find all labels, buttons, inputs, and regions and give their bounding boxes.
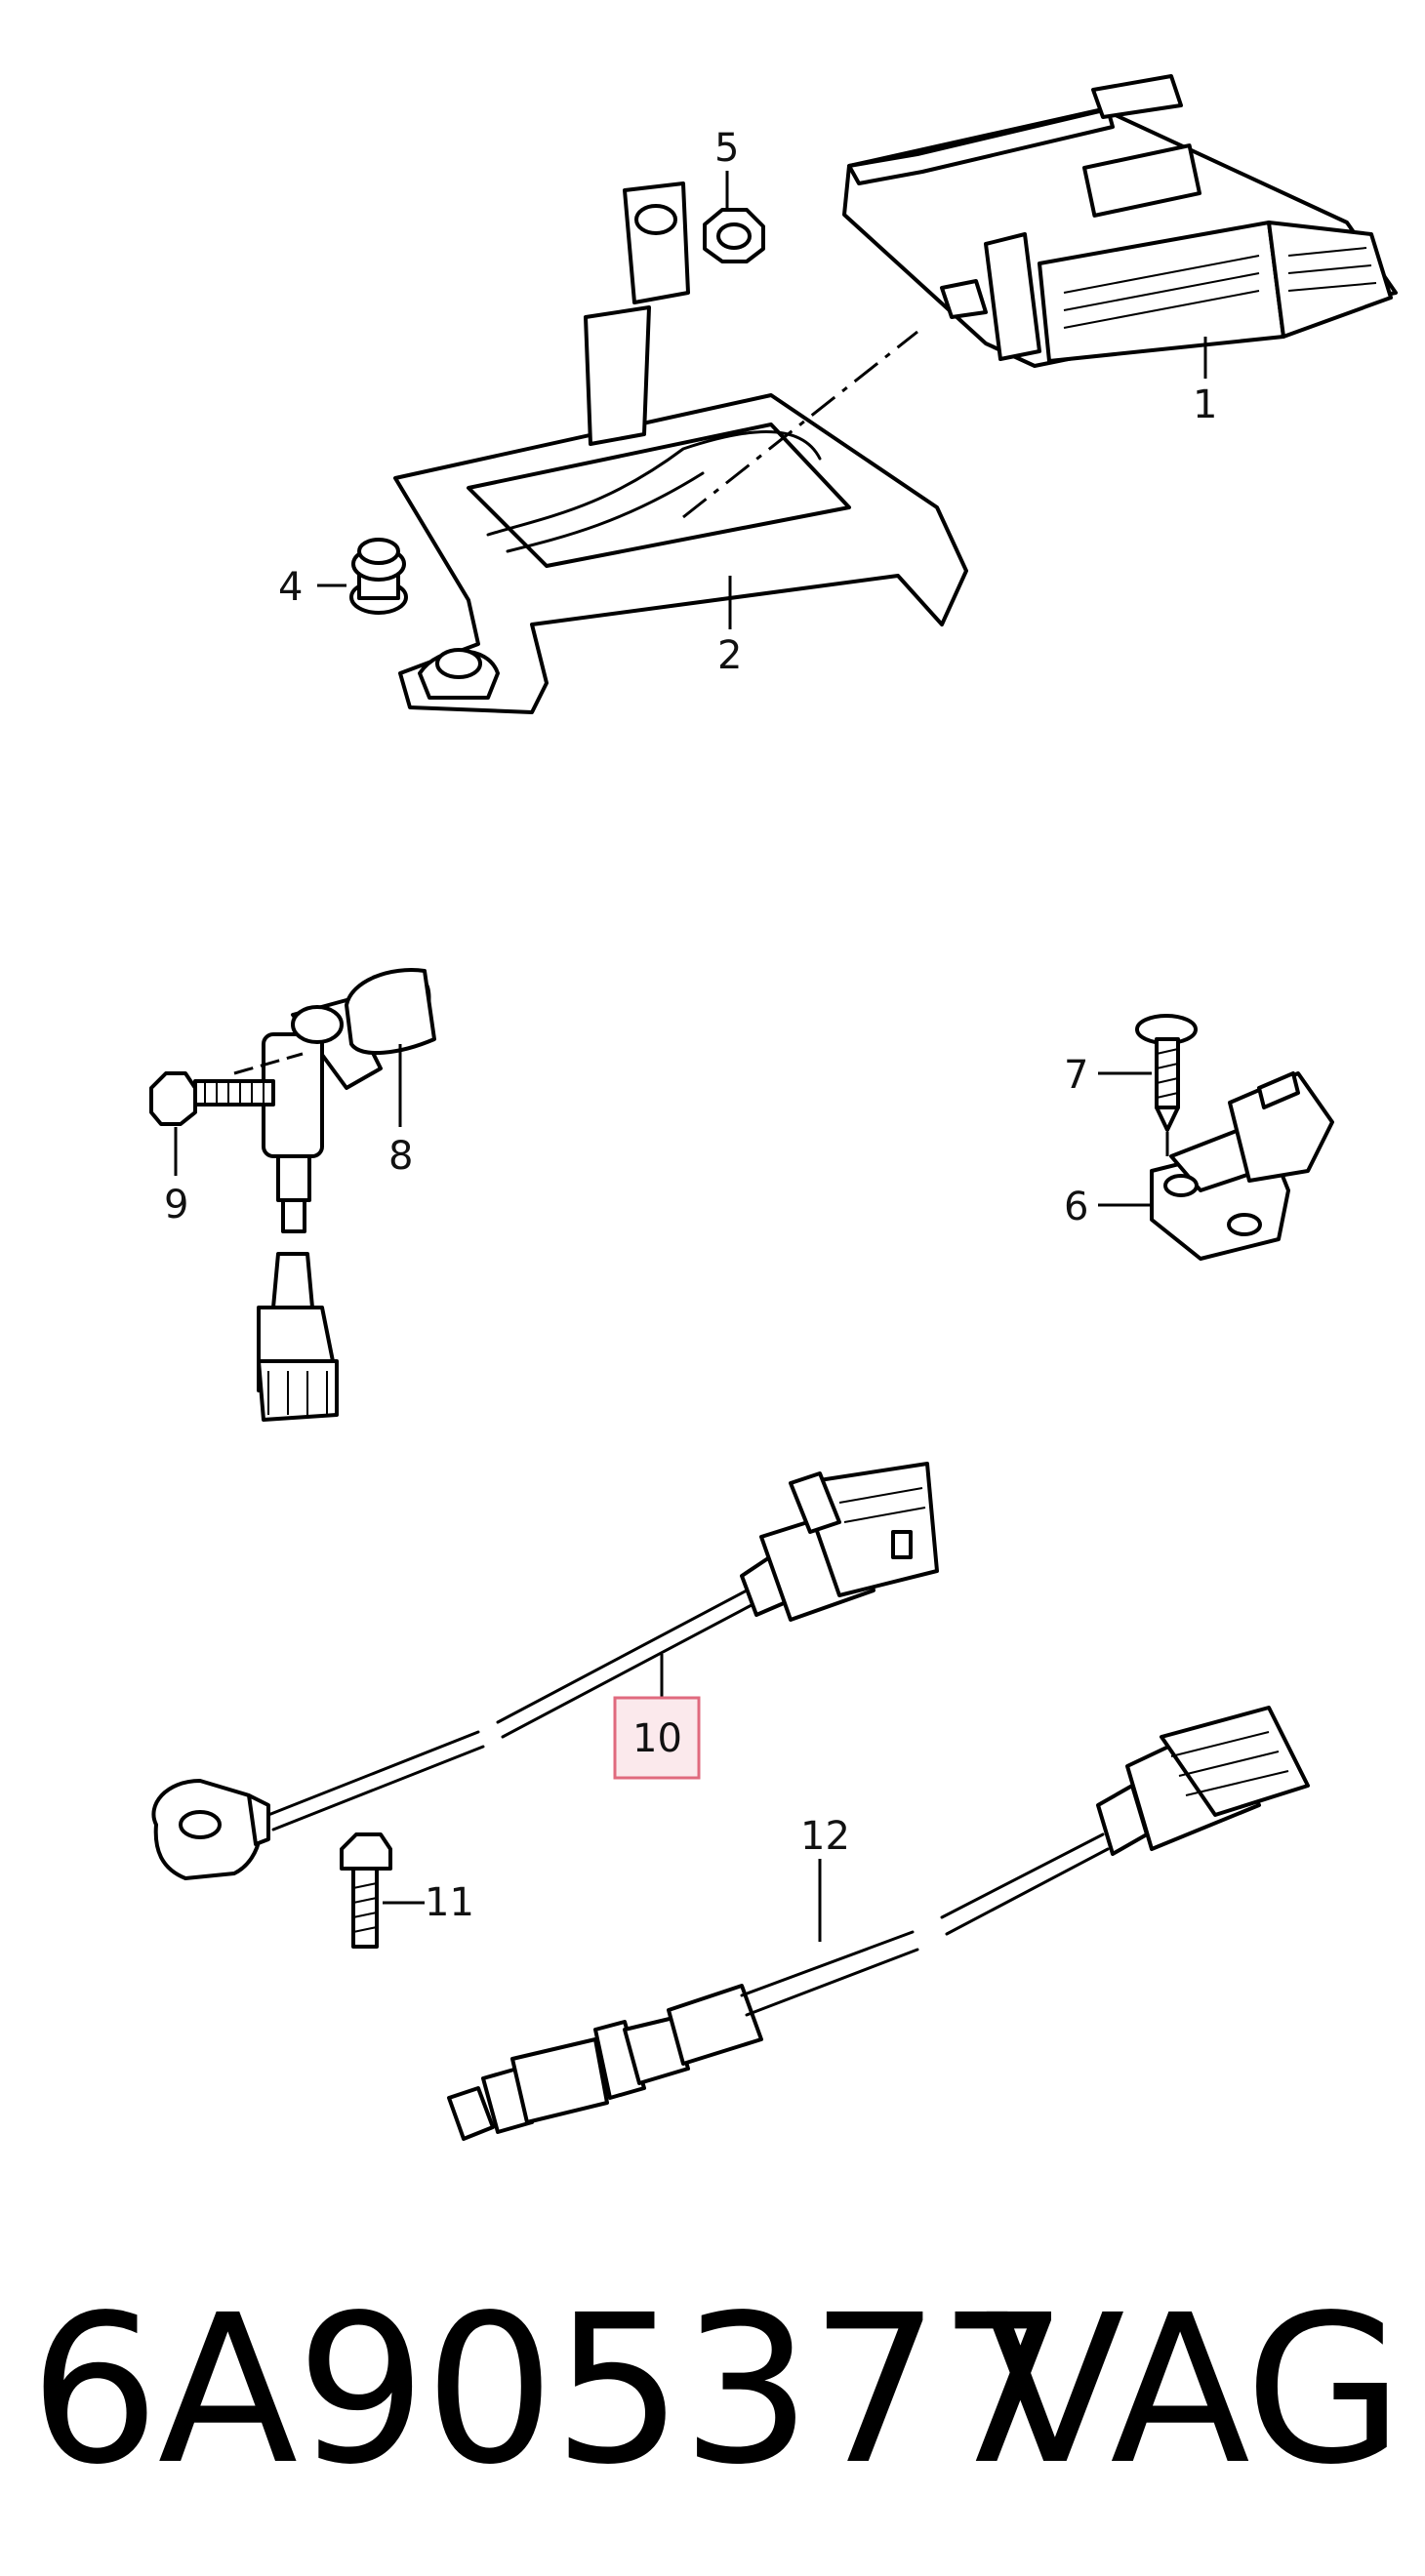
- part-9-bolt[interactable]: [149, 1071, 275, 1126]
- part-1-control-unit[interactable]: [842, 74, 1398, 368]
- part-number: 6A905377: [29, 2271, 1069, 2510]
- callout-7: 7: [1064, 1053, 1088, 1098]
- part-5-nut[interactable]: [703, 208, 765, 263]
- part-8-connector: [257, 1252, 339, 1422]
- callout-5: 5: [714, 126, 739, 171]
- callout-8: 8: [388, 1134, 413, 1179]
- callout-6: 6: [1064, 1185, 1088, 1229]
- callout-2: 2: [717, 633, 742, 678]
- part-10-knock-sensor[interactable]: [151, 1462, 939, 1880]
- parts-diagram: 1 2 4 5 6 7 8 9 10 11 12: [149, 74, 1398, 2141]
- part-6-pressure-sensor[interactable]: [1150, 1071, 1334, 1261]
- part-4-grommet[interactable]: [349, 538, 408, 615]
- brand-name: VAG: [985, 2271, 1404, 2510]
- callout-9: 9: [164, 1183, 188, 1228]
- part-11-bolt[interactable]: [340, 1832, 392, 1949]
- part-number-footer: 6A905377 VAG: [0, 2244, 1425, 2537]
- part-12-oxygen-sensor[interactable]: [447, 1706, 1310, 2141]
- callout-12: 12: [800, 1814, 850, 1859]
- part-8-speed-sensor[interactable]: [257, 968, 436, 1422]
- part-7-screw[interactable]: [1135, 1014, 1198, 1132]
- callout-11: 11: [425, 1880, 474, 1925]
- callout-1: 1: [1193, 382, 1217, 427]
- callout-10-highlight: [613, 1696, 701, 1780]
- callout-10[interactable]: 10: [632, 1716, 682, 1761]
- callout-4: 4: [278, 565, 303, 610]
- part-2-bracket[interactable]: [393, 181, 968, 714]
